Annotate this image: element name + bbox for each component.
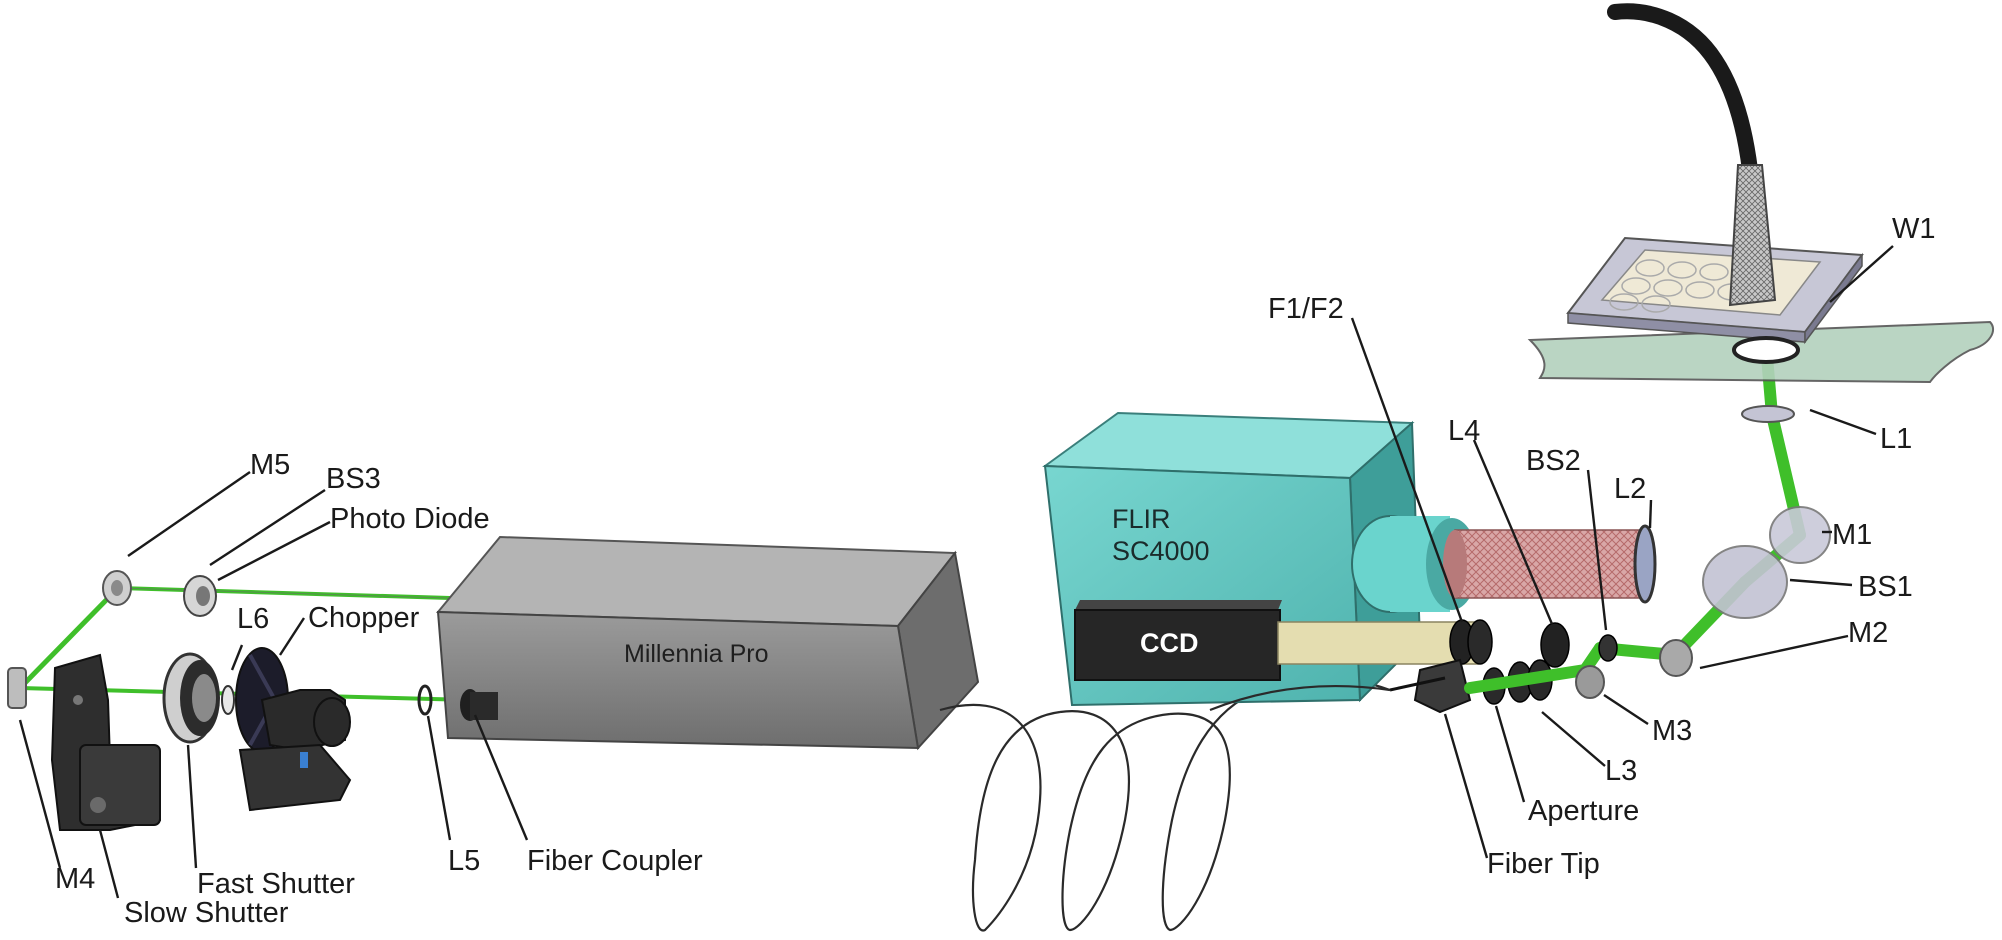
label-m5: M5 xyxy=(250,449,290,481)
label-l3: L3 xyxy=(1605,755,1637,787)
label-l2: L2 xyxy=(1614,473,1646,505)
fiber-tip xyxy=(1389,658,1472,714)
millennia-pro-laser xyxy=(435,535,980,751)
label-bs2: BS2 xyxy=(1526,445,1581,477)
label-l6: L6 xyxy=(237,603,269,635)
ccd-camera xyxy=(1074,600,1479,681)
label-fiber-coupler: Fiber Coupler xyxy=(527,845,703,877)
flir-label-line1: FLIR xyxy=(1112,504,1171,534)
slow-shutter xyxy=(50,653,161,831)
label-aperture: Aperture xyxy=(1528,795,1639,827)
label-m2: M2 xyxy=(1848,617,1888,649)
right-beam-path xyxy=(1464,339,1806,694)
fast-shutter xyxy=(162,652,220,744)
label-m4: M4 xyxy=(55,863,95,895)
mirror-m2 xyxy=(1659,639,1693,677)
flir-label-line2: SC4000 xyxy=(1112,536,1210,566)
beamsplitter-bs1 xyxy=(1702,545,1788,619)
lens-l1 xyxy=(1741,405,1795,423)
ir-optical-path xyxy=(1443,529,1641,599)
ccd-label: CCD xyxy=(1140,628,1199,658)
mirror-m4 xyxy=(7,667,27,709)
label-l5: L5 xyxy=(448,845,480,877)
beamsplitter-bs2 xyxy=(1598,634,1618,662)
mirror-m5 xyxy=(102,570,132,606)
millennia-pro-label: Millennia Pro xyxy=(624,640,769,668)
label-bs1: BS1 xyxy=(1858,571,1913,603)
lens-l2 xyxy=(1633,524,1657,604)
label-chopper: Chopper xyxy=(308,602,420,634)
label-bs3: BS3 xyxy=(326,463,381,495)
chopper xyxy=(235,647,352,812)
label-slow-shutter: Slow Shutter xyxy=(124,897,289,929)
lens-l6 xyxy=(221,685,235,715)
label-f1-f2: F1/F2 xyxy=(1268,293,1344,325)
filters-f1-f2 xyxy=(1449,619,1493,665)
label-photo-diode: Photo Diode xyxy=(330,503,490,535)
label-m1: M1 xyxy=(1832,519,1872,551)
mirror-m3 xyxy=(1575,665,1605,699)
label-fiber-tip: Fiber Tip xyxy=(1487,848,1600,880)
lens-l4 xyxy=(1540,622,1570,668)
mirror-m1 xyxy=(1769,506,1831,564)
leader-lines xyxy=(18,245,1894,899)
label-l1: L1 xyxy=(1880,423,1912,455)
label-l4: L4 xyxy=(1448,415,1480,447)
label-w1: W1 xyxy=(1892,213,1936,245)
lens-l5 xyxy=(417,684,433,716)
probe-arm xyxy=(1607,3,1777,307)
label-m3: M3 xyxy=(1652,715,1692,747)
fiber-coil xyxy=(939,676,1391,932)
beamsplitter-bs3 xyxy=(183,575,217,617)
label-fast-shutter: Fast Shutter xyxy=(197,868,355,900)
